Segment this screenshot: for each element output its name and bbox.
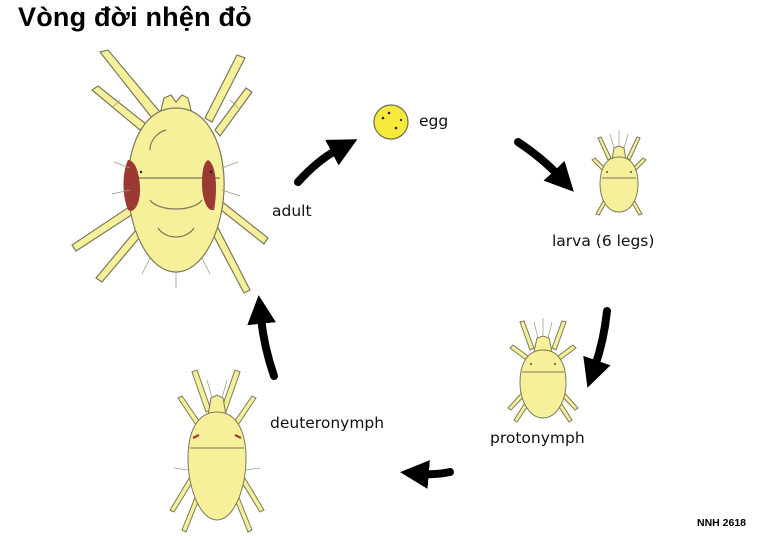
- protonymph-mite-illustration: [507, 318, 579, 423]
- arrow-protonymph-to-deuteronymph: [400, 460, 454, 489]
- page-title: Vòng đời nhện đỏ: [18, 2, 252, 32]
- larva-mite-illustration: [591, 130, 647, 216]
- adult-mite-illustration: [71, 49, 269, 294]
- egg-illustration: [373, 104, 409, 140]
- deuteronymph-mite-illustration: [169, 369, 265, 533]
- arrow-larva-to-protonymph: [583, 307, 611, 388]
- label-protonymph: protonymph: [490, 429, 585, 447]
- credit-code: NNH 2618: [697, 517, 747, 529]
- arrow-adult-to-egg: [294, 139, 358, 186]
- cycle-arrows: [247, 138, 611, 489]
- label-adult: adult: [272, 202, 312, 220]
- arrow-deuteronymph-to-adult: [247, 295, 278, 380]
- label-egg: egg: [419, 112, 449, 130]
- label-deuteronymph: deuteronymph: [270, 414, 385, 432]
- arrow-egg-to-larva: [514, 138, 574, 192]
- label-larva: larva (6 legs): [552, 232, 655, 250]
